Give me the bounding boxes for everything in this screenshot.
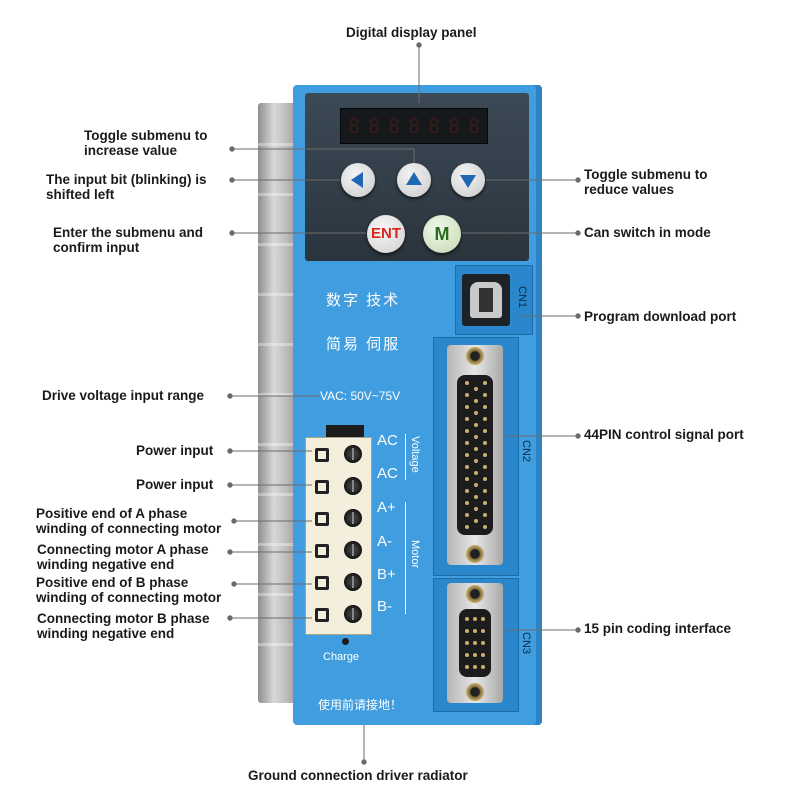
digital-display: 8 8 8 8 8 8 8	[340, 108, 488, 144]
callout-display-panel: Digital display panel	[346, 25, 477, 40]
callout-coding-interface: 15 pin coding interface	[584, 621, 732, 636]
callout-enter: Enter the submenu and confirm input	[53, 225, 204, 255]
ent-button[interactable]: ENT	[367, 215, 405, 253]
pin-label-ac2: AC	[377, 465, 398, 482]
up-arrow-icon	[406, 172, 422, 185]
pin-label-ac1: AC	[377, 432, 398, 449]
port-screw	[466, 683, 484, 701]
down-arrow-button[interactable]	[451, 163, 485, 197]
voltage-tag: Voltage	[409, 436, 421, 473]
brand-text-line1: 数字 技术	[326, 292, 401, 309]
program-download-port[interactable]	[462, 274, 510, 326]
pin-label-a-minus: A-	[377, 533, 392, 550]
terminal-block	[305, 437, 372, 635]
pin-label-b-plus: B+	[377, 566, 396, 583]
left-arrow-button[interactable]	[341, 163, 375, 197]
down-arrow-icon	[460, 175, 476, 188]
pin-label-a-plus: A+	[377, 499, 396, 516]
db44-pins	[465, 381, 487, 529]
callout-b-negative: Connecting motor B phase winding negativ…	[37, 611, 210, 641]
charge-led	[342, 638, 349, 645]
motor-tag: Motor	[409, 540, 421, 569]
charge-label: Charge	[323, 651, 360, 663]
callout-shift-left: The input bit (blinking) is shifted left	[46, 172, 207, 202]
callout-voltage-range: Drive voltage input range	[42, 388, 205, 403]
brand-text-line2: 简易 伺服	[326, 336, 401, 353]
cn1-label: CN1	[516, 286, 528, 309]
terminal-clip	[326, 425, 364, 438]
cn2-label: CN2	[520, 440, 532, 463]
callout-program-port: Program download port	[584, 309, 737, 324]
callout-a-positive: Positive end of A phase winding of conne…	[36, 506, 222, 536]
port-screw	[466, 585, 484, 603]
callout-power-input-1: Power input	[136, 443, 214, 458]
display-digit: 8	[407, 114, 421, 138]
pin-label-b-minus: B-	[377, 598, 392, 615]
callout-ground: Ground connection driver radiator	[248, 768, 468, 783]
display-digit: 8	[447, 114, 461, 138]
ground-warning-text: 使用前请接地！	[318, 698, 403, 712]
callout-mode: Can switch in mode	[584, 225, 711, 240]
callout-control-port: 44PIN control signal port	[584, 427, 744, 442]
callout-reduce: Toggle submenu to reduce values	[584, 167, 708, 197]
display-digit: 8	[387, 114, 401, 138]
voltage-bracket	[405, 434, 406, 480]
callout-a-negative: Connecting motor A phase winding negativ…	[37, 542, 209, 572]
port-screw	[466, 545, 484, 563]
heat-sink-radiator	[258, 103, 298, 703]
cn3-label: CN3	[520, 632, 532, 655]
callout-b-positive: Positive end of B phase winding of conne…	[36, 575, 222, 605]
left-arrow-icon	[351, 172, 363, 188]
mode-button[interactable]: M	[423, 215, 461, 253]
db15-pins	[465, 617, 485, 669]
display-digit: 8	[347, 114, 361, 138]
callout-increase: Toggle submenu to increase value	[84, 128, 208, 158]
up-arrow-button[interactable]	[397, 163, 431, 197]
display-digit: 8	[367, 114, 381, 138]
motor-bracket	[405, 502, 406, 614]
port-screw	[466, 347, 484, 365]
display-digit: 8	[467, 114, 481, 138]
display-digit: 8	[427, 114, 441, 138]
callout-power-input-2: Power input	[136, 477, 214, 492]
vac-rating: VAC: 50V~75V	[320, 389, 401, 403]
